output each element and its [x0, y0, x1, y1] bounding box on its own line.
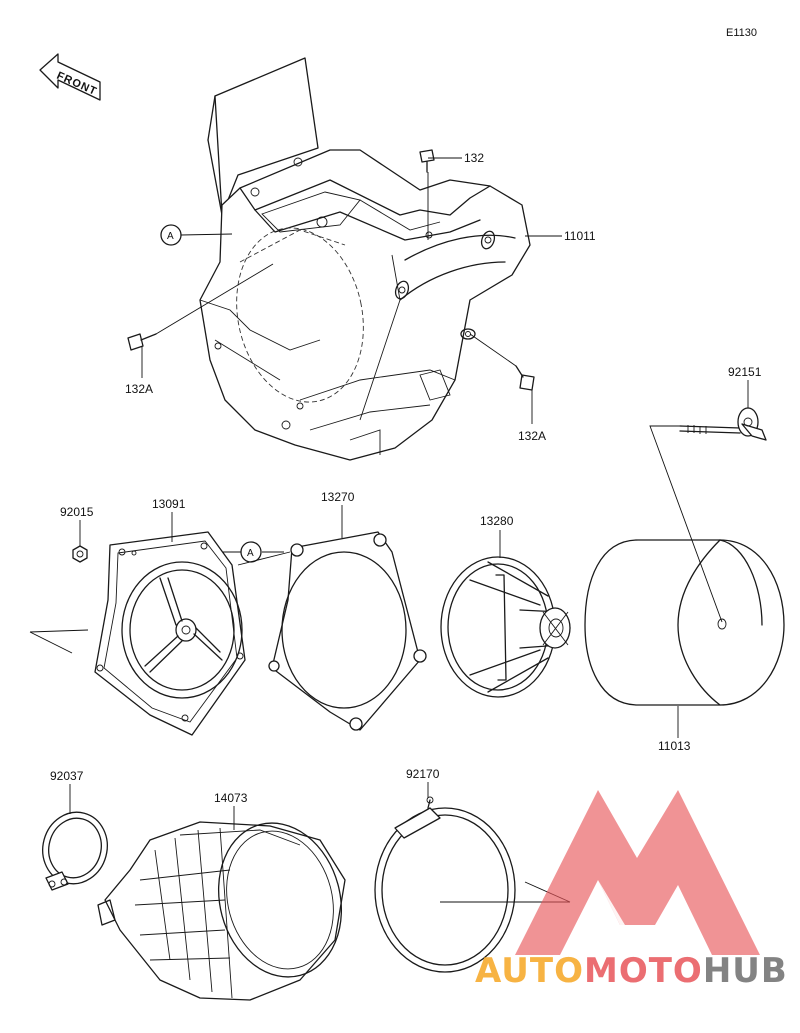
part-label-11011: 11011: [564, 229, 596, 243]
part-label-13270: 13270: [321, 490, 355, 504]
part-label-92151: 92151: [728, 365, 762, 379]
part-label-132a-left: 132A: [125, 382, 153, 396]
part-label-92170: 92170: [406, 767, 440, 781]
band-clamp-92170: [374, 796, 516, 973]
filter-cage-13280: [440, 556, 571, 698]
leader-92151-to-element: [649, 425, 723, 623]
part-label-132: 132: [464, 151, 484, 165]
diagram-code: E1130: [726, 27, 757, 39]
front-arrow-icon: FRONT: [39, 53, 101, 101]
part-label-92037: 92037: [50, 769, 84, 783]
filter-holder-13091: [94, 531, 246, 736]
part-label-92015: 92015: [60, 505, 94, 519]
leader-left-2: [29, 629, 89, 633]
nut-92015-icon: [72, 545, 88, 563]
ref-marker-a-top: A: [160, 224, 233, 246]
part-label-13280: 13280: [480, 514, 514, 528]
bolt-132a-left-icon: [127, 333, 157, 351]
bolt-132a-right-icon: [515, 365, 535, 391]
watermark-triangle-icon: [515, 790, 760, 955]
wing-bolt-92151: [679, 407, 767, 441]
air-filter-element-11013: [584, 539, 785, 706]
part-label-132a-right: 132A: [518, 429, 546, 443]
gasket-13270: [268, 531, 427, 731]
part-label-14073: 14073: [214, 791, 248, 805]
automotohub-watermark-logo: AUTOMOTOHUB: [475, 790, 788, 991]
svg-text:A: A: [167, 231, 174, 242]
part-label-11013: 11013: [658, 739, 691, 753]
bolt-132-icon: [419, 149, 435, 173]
watermark-text: AUTOMOTOHUB: [475, 951, 788, 991]
part-labels: 132 11011 132A 132A 92151 92015 13091 13…: [50, 151, 762, 805]
air-cleaner-housing: [199, 57, 531, 461]
label-leaders: [69, 157, 749, 830]
air-duct-14073: [97, 821, 346, 1001]
part-label-13091: 13091: [152, 497, 186, 511]
leader-left-1: [29, 631, 73, 654]
clamp-92037: [42, 811, 108, 891]
svg-text:A: A: [247, 548, 254, 559]
mount-holes: [214, 157, 496, 430]
